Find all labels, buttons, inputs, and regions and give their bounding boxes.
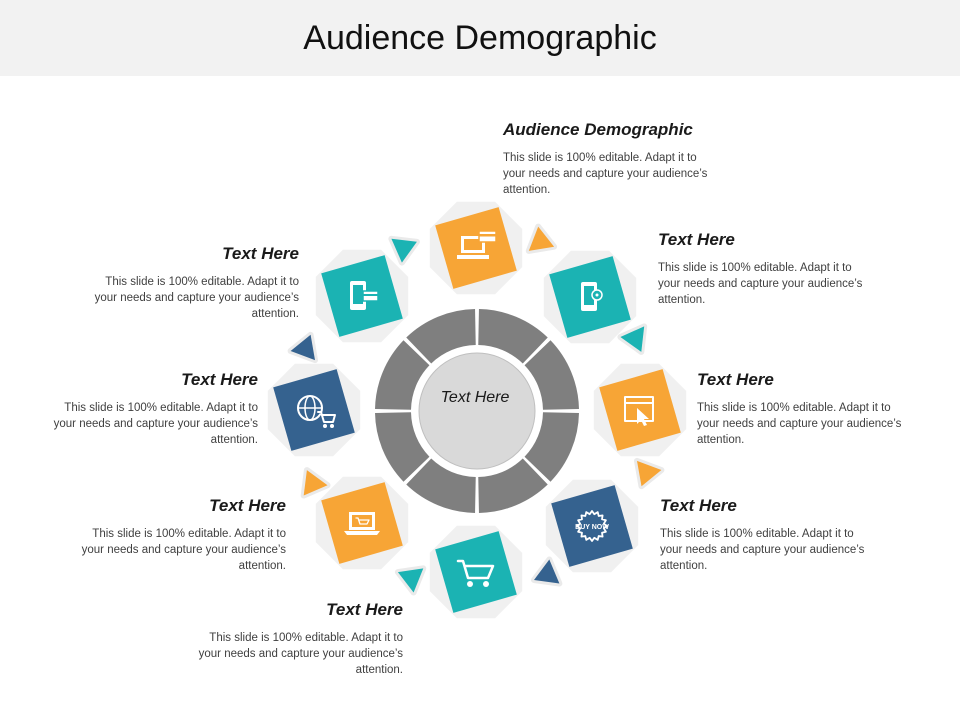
text-block-lower-right: Text Here This slide is 100% editable. A… [660,495,875,574]
ring-segment [375,340,430,410]
node-body: This slide is 100% editable. Adapt it to… [660,528,865,572]
text-block-top: Audience Demographic This slide is 100% … [503,119,718,198]
ring-segment [406,458,476,513]
node-heading: Text Here [181,370,258,389]
node-square-bottom [435,531,517,613]
badge-text: BUY NOW [575,524,609,531]
node-body: This slide is 100% editable. Adapt it to… [658,262,863,306]
ring-segment [406,309,476,364]
computer-card-icon [457,230,497,259]
node-square-right [599,369,681,451]
ring-segments [375,309,579,513]
connector-arrow [637,460,662,487]
text-block-lower-left: Text Here This slide is 100% editable. A… [71,495,286,574]
connector-arrow [534,559,560,584]
connector-arrow [303,470,328,496]
node-heading: Text Here [222,244,299,263]
laptop-shop-icon [344,512,380,535]
text-block-bottom: Text Here This slide is 100% editable. A… [188,599,403,678]
global-cart-icon [297,395,336,428]
node-body: This slide is 100% editable. Adapt it to… [53,402,258,446]
shopping-cart-icon [456,559,495,587]
text-block-right: Text Here This slide is 100% editable. A… [697,369,912,448]
node-square-lower-right [551,485,633,567]
web-click-icon [624,396,654,426]
ring-segment [375,412,430,482]
center-circle [418,352,536,470]
node-heading: Text Here [697,370,774,389]
node-heading: Text Here [326,600,403,619]
node-body: This slide is 100% editable. Adapt it to… [81,528,286,572]
ring-segment [478,309,548,364]
title-bar [0,0,960,76]
node-square-left [273,369,355,451]
connector-arrow [391,238,417,263]
text-block-upper-left: Text Here This slide is 100% editable. A… [84,243,299,322]
node-body: This slide is 100% editable. Adapt it to… [503,152,708,196]
mobile-card-icon [350,281,379,310]
ring-segment [524,340,579,410]
connector-arrows [287,223,665,596]
node-heading: Text Here [658,230,735,249]
buy-now-badge-icon: BUY NOW [575,510,609,542]
connector-arrow [290,334,315,361]
page-title: Audience Demographic [303,19,657,57]
node-body: This slide is 100% editable. Adapt it to… [697,402,902,446]
node-heading: Text Here [209,496,286,515]
node-heading: Audience Demographic [503,120,693,139]
text-block-left: Text Here This slide is 100% editable. A… [43,369,258,448]
connector-arrow [620,326,645,352]
center-label: Text Here [440,389,510,406]
node-heading: Text Here [660,496,737,515]
ring-segment [524,412,579,482]
connector-arrow [397,568,424,593]
ring-segment [478,458,548,513]
mobile-payment-icon [581,282,603,311]
node-body: This slide is 100% editable. Adapt it to… [94,276,299,320]
connector-arrow [528,226,555,251]
text-block-upper-right: Text Here This slide is 100% editable. A… [658,229,873,308]
node-body: This slide is 100% editable. Adapt it to… [198,632,403,676]
